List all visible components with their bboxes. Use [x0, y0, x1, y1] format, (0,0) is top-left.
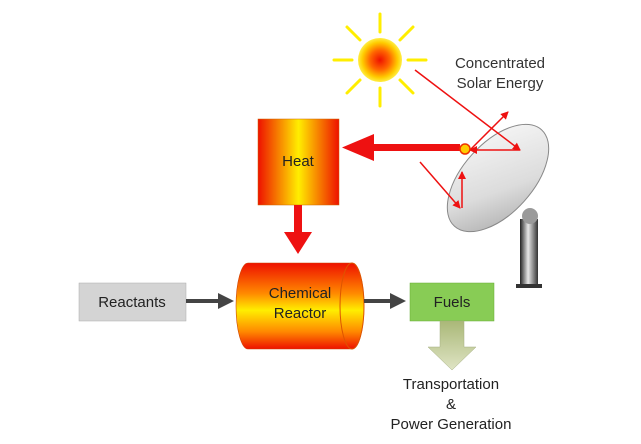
- solar-to-heat-arrow: [342, 134, 460, 161]
- reactor-to-fuels-arrow: [364, 293, 406, 309]
- solar-dish-icon: [446, 123, 550, 288]
- heat-to-reactor-arrow: [284, 205, 312, 254]
- reactor-label-line2: Reactor: [274, 305, 327, 322]
- solar-energy-label-line2: Solar Energy: [457, 75, 544, 92]
- reactants-label: Reactants: [98, 294, 166, 311]
- fuels-label: Fuels: [434, 294, 471, 311]
- output-label-line3: Power Generation: [391, 416, 512, 433]
- fuels-to-output-arrow: [427, 320, 477, 371]
- chemical-reactor: [235, 262, 365, 350]
- output-label-line1: Transportation: [403, 376, 499, 393]
- reactants-to-reactor-arrow: [186, 293, 234, 309]
- solar-energy-label-line1: Concentrated: [455, 55, 545, 72]
- output-label-line2: &: [446, 396, 456, 413]
- heat-box: [257, 118, 340, 206]
- reactants-box: [78, 282, 187, 322]
- solar-rays: [414, 69, 521, 209]
- reactor-label-line1: Chemical: [269, 285, 332, 302]
- focal-point-icon: [459, 143, 471, 155]
- heat-label: Heat: [282, 153, 315, 170]
- sun-icon: [332, 12, 428, 108]
- fuels-box: [409, 282, 495, 322]
